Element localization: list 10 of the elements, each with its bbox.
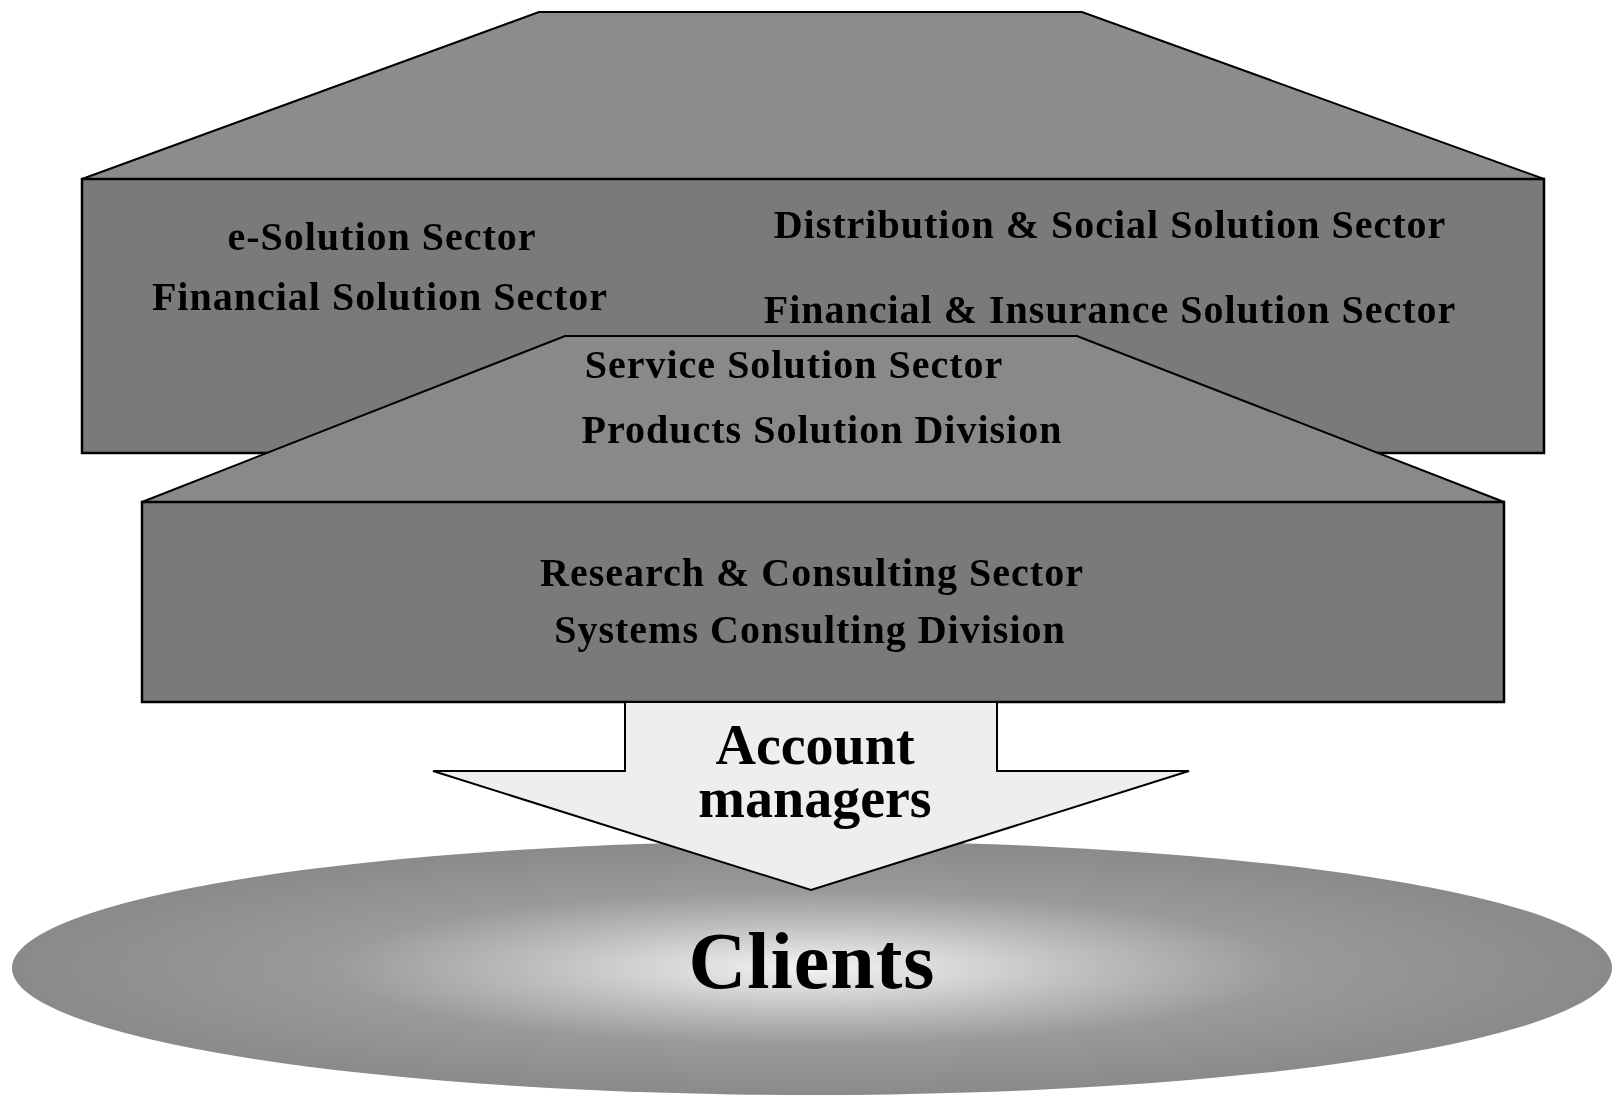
clients-label: Clients xyxy=(688,921,936,1001)
sector-name: Research & Consulting Sector xyxy=(540,553,1084,593)
sector-name: Financial & Insurance Solution Sector xyxy=(763,290,1457,330)
sector-name: Service Solution Sector xyxy=(584,345,1004,385)
sector-name: e-Solution Sector xyxy=(227,217,537,257)
sector-name: Products Solution Division xyxy=(581,410,1063,450)
sector-name: Systems Consulting Division xyxy=(554,610,1066,650)
block-arrow xyxy=(432,701,1190,892)
sector-name: Distribution & Social Solution Sector xyxy=(773,205,1447,245)
sector-name: Financial Solution Sector xyxy=(151,277,609,317)
